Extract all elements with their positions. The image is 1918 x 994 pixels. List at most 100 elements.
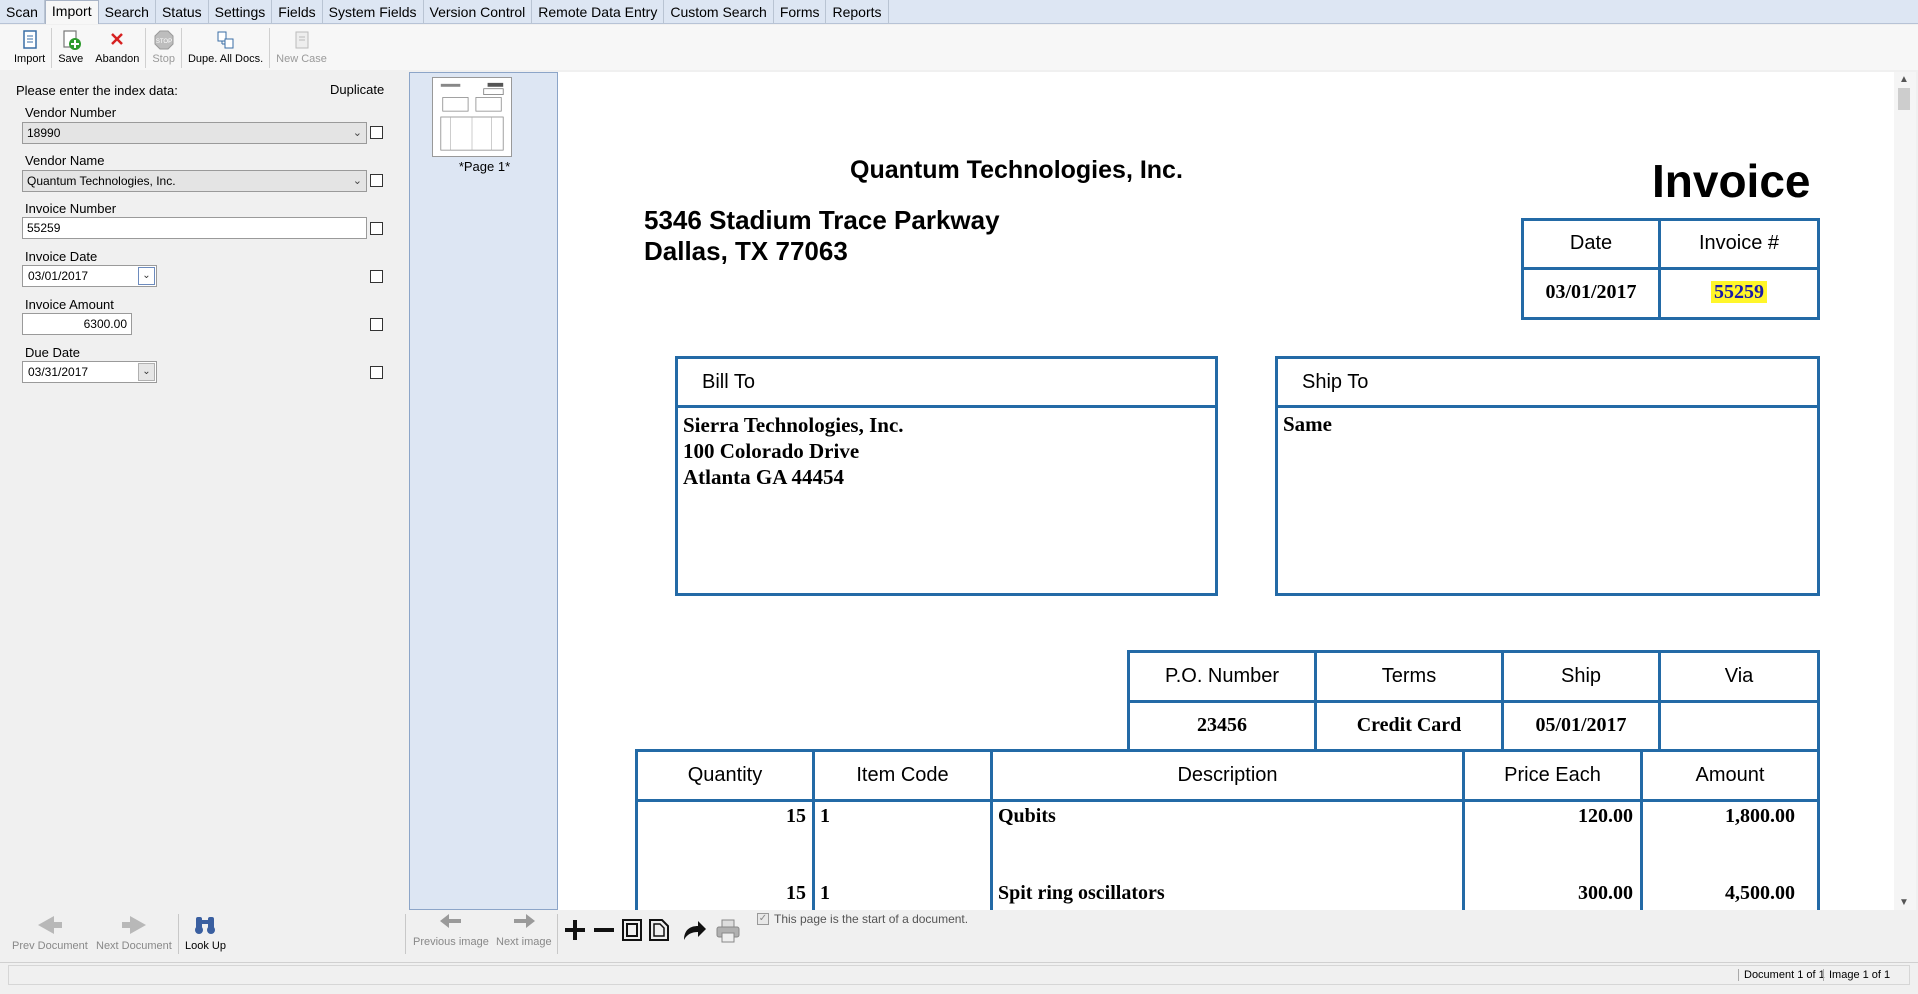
look-up-button[interactable]: Look Up <box>185 914 226 952</box>
row-item-code: 1 <box>820 805 830 827</box>
box-divider <box>1127 700 1820 703</box>
tab-search[interactable]: Search <box>99 0 156 24</box>
calendar-dropdown-icon[interactable]: ⌄ <box>138 267 155 285</box>
abandon-button[interactable]: Abandon <box>89 25 145 69</box>
column-header-quantity: Quantity <box>687 764 763 786</box>
invoice-number-duplicate-checkbox[interactable] <box>370 222 383 235</box>
fit-page-icon <box>622 919 642 941</box>
next-document-button[interactable]: Next Document <box>96 914 172 952</box>
invoice-number-cell: 55259 <box>1661 281 1817 304</box>
tab-system-fields[interactable]: System Fields <box>323 0 424 24</box>
nav-divider <box>178 914 179 954</box>
vendor-name-duplicate-checkbox[interactable] <box>370 174 383 187</box>
new-case-button[interactable]: New Case <box>270 25 333 69</box>
address-line-2: Dallas, TX 77063 <box>644 236 848 266</box>
invoice-date-picker[interactable]: 03/01/2017 ⌄ <box>22 265 157 287</box>
tab-custom-search[interactable]: Custom Search <box>664 0 774 24</box>
column-header-amount: Amount <box>1695 764 1765 786</box>
tab-forms[interactable]: Forms <box>774 0 827 24</box>
save-button[interactable]: Save <box>52 25 89 69</box>
stop-label: Stop <box>152 53 175 65</box>
rotate-button[interactable] <box>681 918 707 945</box>
invoice-number-header: Invoice # <box>1698 232 1780 254</box>
page-start-option[interactable]: ✓ This page is the start of a document. <box>757 912 968 926</box>
close-icon <box>111 33 124 45</box>
dupe-all-docs-button[interactable]: Dupe. All Docs. <box>182 25 269 69</box>
document-scrollbar[interactable]: ▲ ▼ <box>1894 72 1916 910</box>
page-thumbnail-label: *Page 1* <box>458 159 511 174</box>
nav-divider <box>557 914 558 954</box>
arrow-right-icon <box>121 916 146 934</box>
prev-document-button[interactable]: Prev Document <box>12 914 88 952</box>
duplicate-icon <box>217 31 234 49</box>
previous-image-label: Previous image <box>413 936 489 948</box>
index-panel: Please enter the index data: Duplicate V… <box>8 74 408 908</box>
due-date-duplicate-checkbox[interactable] <box>370 366 383 379</box>
tab-scan[interactable]: Scan <box>0 0 45 24</box>
next-image-button[interactable]: Next image <box>496 910 552 948</box>
vendor-number-duplicate-checkbox[interactable] <box>370 126 383 139</box>
box-divider <box>1521 267 1820 270</box>
line-items-table <box>635 749 1820 910</box>
import-button[interactable]: Import <box>8 25 51 69</box>
tab-settings[interactable]: Settings <box>209 0 273 24</box>
scroll-down-icon[interactable]: ▼ <box>1899 897 1909 908</box>
calendar-dropdown-icon[interactable]: ⌄ <box>138 363 155 381</box>
thumbnail-panel: *Page 1* <box>409 72 558 910</box>
invoice-company-name: Quantum Technologies, Inc. <box>850 156 1183 184</box>
look-up-label: Look Up <box>185 940 226 952</box>
dupe-label: Dupe. All Docs. <box>187 53 264 65</box>
vendor-number-select[interactable]: 18990 ⌄ <box>22 122 367 144</box>
tab-status[interactable]: Status <box>156 0 209 24</box>
fit-width-button[interactable] <box>648 918 670 945</box>
column-header-item-code: Item Code <box>856 764 949 786</box>
document-icon <box>22 30 37 49</box>
terms-header: Terms <box>1381 665 1437 687</box>
row-quantity: 15 <box>786 882 806 904</box>
previous-image-button[interactable]: Previous image <box>413 910 489 948</box>
tab-remote-data-entry[interactable]: Remote Data Entry <box>532 0 665 24</box>
invoice-date-label: Invoice Date <box>25 249 98 264</box>
tab-version-control[interactable]: Version Control <box>424 0 533 24</box>
arrow-left-icon <box>439 914 461 928</box>
document-counter: Document 1 of 1 <box>1738 969 1825 981</box>
row-item-code: 1 <box>820 882 830 904</box>
print-button[interactable] <box>715 918 741 947</box>
due-date-value: 03/31/2017 <box>28 365 89 379</box>
bottom-navigation-bar: Prev Document Next Document Look Up Prev… <box>0 910 1918 956</box>
page-thumbnail[interactable] <box>432 77 512 157</box>
toolbar-divider <box>269 28 271 68</box>
save-label: Save <box>58 53 84 65</box>
vendor-name-value: Quantum Technologies, Inc. <box>27 174 176 188</box>
invoice-amount-duplicate-checkbox[interactable] <box>370 318 383 331</box>
row-description: Spit ring oscillators <box>998 882 1165 904</box>
invoice-amount-input[interactable]: 6300.00 <box>22 313 132 335</box>
invoice-amount-label: Invoice Amount <box>25 297 114 312</box>
arrow-right-icon <box>513 914 535 928</box>
due-date-label: Due Date <box>25 345 80 360</box>
invoice-number-input[interactable]: 55259 <box>22 217 367 239</box>
row-description: Qubits <box>998 805 1056 827</box>
zoom-out-button[interactable] <box>592 918 616 945</box>
fit-page-button[interactable] <box>621 918 643 945</box>
scrollbar-thumb[interactable] <box>1898 88 1910 110</box>
document-viewer[interactable]: Quantum Technologies, Inc. 5346 Stadium … <box>558 72 1894 910</box>
tab-reports[interactable]: Reports <box>826 0 889 24</box>
binoculars-icon <box>195 917 216 934</box>
ship-value: 05/01/2017 <box>1535 714 1627 736</box>
tab-import[interactable]: Import <box>44 0 99 24</box>
column-header-price-each: Price Each <box>1504 764 1601 786</box>
zoom-in-button[interactable] <box>563 918 587 945</box>
stop-button[interactable]: STOP Stop <box>146 25 181 69</box>
toolbar-divider <box>51 28 53 68</box>
tab-fields[interactable]: Fields <box>272 0 323 24</box>
scroll-up-icon[interactable]: ▲ <box>1899 74 1909 85</box>
due-date-picker[interactable]: 03/31/2017 ⌄ <box>22 361 157 383</box>
plus-icon <box>565 920 585 940</box>
vendor-name-select[interactable]: Quantum Technologies, Inc. ⌄ <box>22 170 367 192</box>
svg-text:STOP: STOP <box>156 39 172 45</box>
table-column-divider <box>1640 749 1643 910</box>
status-bar: Document 1 of 1 Image 1 of 1 <box>0 962 1918 986</box>
page-start-checkbox[interactable]: ✓ <box>757 913 769 925</box>
invoice-date-duplicate-checkbox[interactable] <box>370 270 383 283</box>
